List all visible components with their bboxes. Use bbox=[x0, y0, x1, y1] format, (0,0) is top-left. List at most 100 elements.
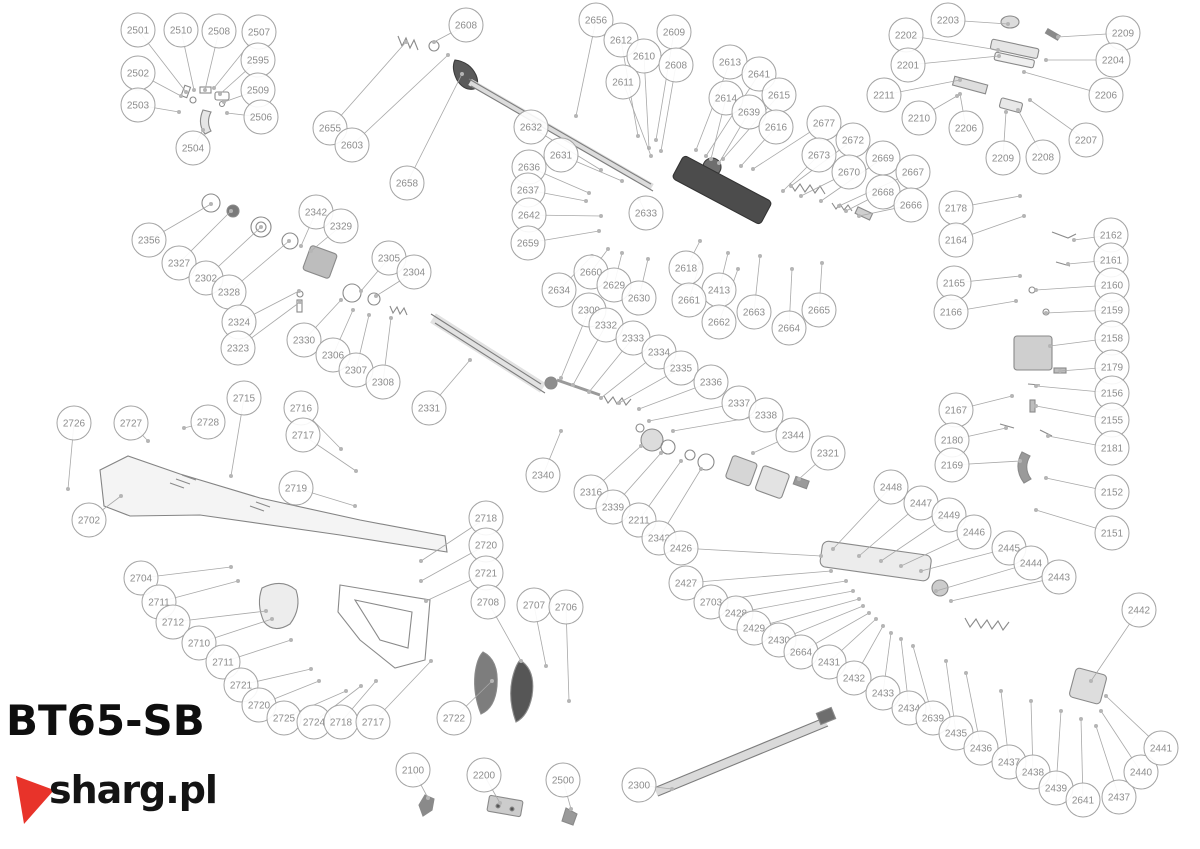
part-callout bbox=[155, 604, 191, 640]
part-number-label: 2440 bbox=[1130, 768, 1153, 779]
part-number-label: 2616 bbox=[765, 123, 788, 134]
part-callout bbox=[181, 625, 217, 661]
part-number-label: 2608 bbox=[455, 21, 478, 32]
part-glyph bbox=[606, 247, 610, 251]
part-callout bbox=[120, 87, 156, 123]
part-glyph bbox=[419, 579, 423, 583]
part-number-label: 2333 bbox=[622, 334, 645, 345]
part-number-label: 2179 bbox=[1101, 363, 1124, 374]
part-number-label: 2335 bbox=[670, 364, 693, 375]
part-callout bbox=[934, 447, 970, 483]
part-number-label: 2306 bbox=[322, 351, 345, 362]
part-callout bbox=[113, 405, 149, 441]
part-callout bbox=[1101, 779, 1137, 815]
part-callout bbox=[541, 272, 577, 308]
receiver-drawing bbox=[672, 155, 874, 225]
part-number-label: 2629 bbox=[603, 281, 626, 292]
part-glyph bbox=[374, 294, 378, 298]
part-number-label: 2611 bbox=[612, 78, 634, 89]
part-number-label: 2316 bbox=[580, 488, 603, 499]
part-callout bbox=[120, 12, 156, 48]
part-callout bbox=[758, 109, 794, 145]
part-glyph bbox=[146, 439, 150, 443]
part-number-label: 2667 bbox=[902, 168, 925, 179]
part-number-label: 2438 bbox=[1022, 768, 1045, 779]
part-glyph bbox=[1046, 434, 1050, 438]
part-number-label: 2720 bbox=[475, 541, 498, 552]
part-callout bbox=[395, 752, 431, 788]
part-glyph bbox=[229, 565, 233, 569]
part-glyph bbox=[419, 559, 423, 563]
part-glyph bbox=[1089, 679, 1093, 683]
part-callout bbox=[748, 397, 784, 433]
part-number-label: 2706 bbox=[555, 603, 578, 614]
part-glyph bbox=[359, 289, 363, 293]
part-glyph bbox=[1010, 394, 1014, 398]
part-glyph bbox=[289, 638, 293, 642]
part-number-label: 2330 bbox=[293, 336, 316, 347]
part-number-label: 2342 bbox=[305, 208, 328, 219]
part-number-label: 2725 bbox=[273, 714, 296, 725]
part-glyph bbox=[544, 664, 548, 668]
part-number-label: 2442 bbox=[1128, 606, 1151, 617]
part-glyph bbox=[264, 609, 268, 613]
part-glyph bbox=[490, 679, 494, 683]
part-callout bbox=[621, 280, 657, 316]
part-number-label: 2664 bbox=[778, 324, 801, 335]
part-callout bbox=[466, 757, 502, 793]
part-callout bbox=[811, 644, 847, 680]
part-glyph bbox=[831, 547, 835, 551]
leader-line bbox=[680, 547, 822, 557]
part-glyph bbox=[1056, 35, 1060, 39]
part-glyph bbox=[309, 249, 313, 253]
part-glyph bbox=[751, 167, 755, 171]
part-glyph bbox=[679, 459, 683, 463]
bottom-assemblies-drawing bbox=[418, 794, 578, 826]
part-number-label: 2703 bbox=[700, 598, 723, 609]
part-callout bbox=[658, 47, 694, 83]
part-number-label: 2711 bbox=[148, 598, 170, 609]
part-callout bbox=[731, 94, 767, 130]
part-glyph bbox=[571, 383, 575, 387]
part-callout bbox=[175, 130, 211, 166]
part-glyph bbox=[1048, 344, 1052, 348]
part-number-label: 2336 bbox=[700, 378, 723, 389]
part-number-label: 2162 bbox=[1100, 231, 1123, 242]
part-callout bbox=[701, 304, 737, 340]
part-callout bbox=[836, 660, 872, 696]
brand-name: sharg.pl bbox=[49, 768, 218, 812]
part-number-label: 2200 bbox=[473, 771, 496, 782]
part-glyph bbox=[1029, 699, 1033, 703]
part-glyph bbox=[751, 451, 755, 455]
part-number-label: 2641 bbox=[748, 70, 771, 81]
part-number-label: 2155 bbox=[1101, 416, 1124, 427]
part-glyph bbox=[717, 161, 721, 165]
part-number-label: 2704 bbox=[130, 574, 153, 585]
part-callout bbox=[866, 77, 902, 113]
part-glyph bbox=[177, 110, 181, 114]
part-callout bbox=[365, 364, 401, 400]
part-glyph bbox=[617, 401, 621, 405]
part-glyph bbox=[879, 559, 883, 563]
part-drawings bbox=[99, 15, 1107, 826]
part-callout bbox=[985, 140, 1021, 176]
part-glyph bbox=[911, 644, 915, 648]
part-number-label: 2702 bbox=[78, 516, 101, 527]
part-glyph bbox=[298, 300, 302, 304]
part-glyph bbox=[620, 179, 624, 183]
part-glyph bbox=[649, 154, 653, 158]
part-number-label: 2717 bbox=[292, 431, 315, 442]
part-glyph bbox=[567, 699, 571, 703]
part-callout bbox=[201, 13, 237, 49]
part-glyph bbox=[899, 637, 903, 641]
part-callout bbox=[605, 64, 641, 100]
part-number-label: 2307 bbox=[345, 366, 368, 377]
part-glyph bbox=[299, 244, 303, 248]
part-callout bbox=[810, 435, 846, 471]
part-glyph bbox=[819, 199, 823, 203]
part-callout bbox=[771, 310, 807, 346]
part-number-label: 2210 bbox=[908, 114, 931, 125]
part-glyph bbox=[498, 801, 502, 805]
part-glyph bbox=[958, 92, 962, 96]
